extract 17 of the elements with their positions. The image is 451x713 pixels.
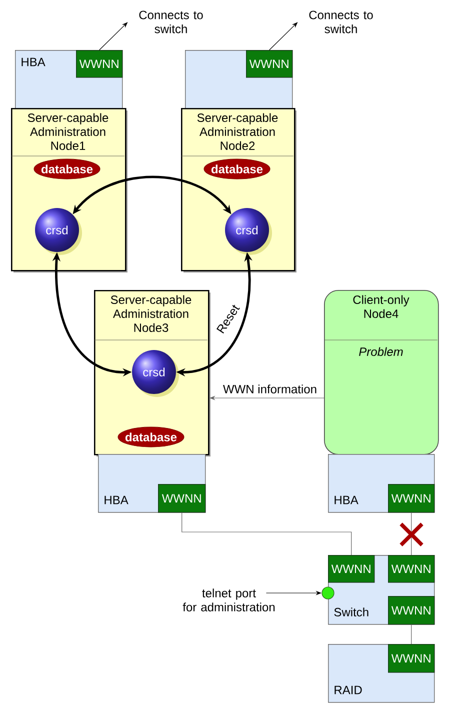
callout-text: Connects to switch <box>309 10 373 34</box>
connector-line <box>182 512 352 556</box>
callout-text: telnet port for administration <box>182 588 275 612</box>
node-box: Client-only Node4 Problem <box>324 290 439 455</box>
port-box: WWNN <box>388 484 435 513</box>
port-box: WWNN <box>388 596 435 625</box>
edge-label: WWN information <box>222 384 318 394</box>
connector-line <box>411 624 412 644</box>
callout-text: Connects to switch <box>139 10 203 34</box>
port-box: WWNN <box>246 50 293 78</box>
port-box: WWNN <box>158 484 206 513</box>
port-box: WWNN <box>328 555 375 583</box>
connector-line <box>411 512 412 556</box>
port-dot <box>322 586 334 600</box>
port-box: WWNN <box>388 555 435 583</box>
port-box: WWNN <box>388 644 435 673</box>
port-box: WWNN <box>76 50 123 78</box>
